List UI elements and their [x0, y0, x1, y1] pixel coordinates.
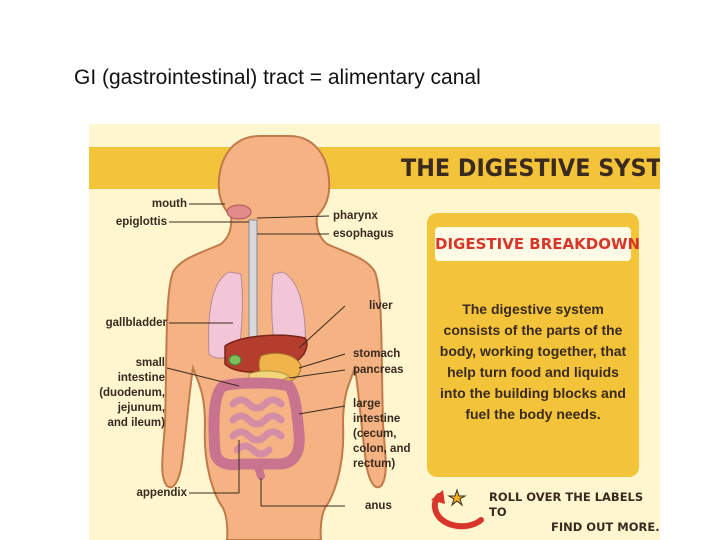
mouth-cavity [226, 204, 252, 220]
label-epiglottis[interactable]: epiglottis [115, 216, 167, 228]
digestive-breakdown-box: DIGESTIVE BREAKDOWN The digestive system… [427, 213, 641, 477]
label-pharynx[interactable]: pharynx [333, 210, 378, 222]
label-small-intestine-line: intestine [117, 372, 165, 384]
rectum-organ [253, 460, 265, 480]
label-mouth[interactable]: mouth [151, 198, 187, 210]
body-illustration [161, 135, 387, 540]
label-anus[interactable]: anus [365, 500, 392, 512]
gallbladder-organ [228, 354, 242, 366]
label-large-intestine-line: (cecum, [353, 428, 397, 440]
label-small-intestine-line: and ileum) [107, 417, 165, 429]
label-large-intestine-line: colon, and [353, 443, 411, 455]
leader-lines [166, 203, 346, 507]
label-small-intestine-line: small [135, 357, 165, 369]
large-intestine-organ [208, 377, 305, 471]
breakdown-heading: DIGESTIVE BREAKDOWN [435, 235, 641, 253]
rollover-note: ROLL OVER THE LABELS TO FIND OUT MORE. [489, 490, 660, 535]
label-large-intestine[interactable]: large intestine (cecum, colon, and rectu… [353, 397, 411, 472]
label-small-intestine[interactable]: small intestine (duodenum, jejunum, and … [91, 356, 165, 431]
curved-arrow-icon [431, 488, 484, 530]
left-lung [208, 271, 243, 359]
poster-title: THE DIGESTIVE SYSTEM [401, 154, 660, 182]
star-icon [447, 488, 467, 507]
label-appendix[interactable]: appendix [136, 487, 187, 499]
label-small-intestine-line: jejunum, [117, 402, 165, 414]
label-gallbladder[interactable]: gallbladder [105, 317, 167, 329]
label-large-intestine-line: intestine [353, 413, 401, 425]
digestive-system-poster: THE DIGESTIVE SYSTEM mouth epiglottis ga… [89, 124, 660, 540]
title-band [89, 147, 660, 189]
slide-title: GI (gastrointestinal) tract = alimentary… [74, 66, 481, 89]
label-esophagus[interactable]: esophagus [333, 228, 394, 240]
small-intestine-organ [229, 396, 285, 458]
breakdown-body: The digestive system consists of the par… [439, 301, 627, 422]
label-pancreas[interactable]: pancreas [353, 364, 404, 376]
rollover-line: ROLL OVER THE LABELS TO [489, 490, 644, 519]
label-large-intestine-line: rectum) [353, 458, 396, 470]
rollover-line: FIND OUT MORE. [551, 520, 660, 534]
label-liver[interactable]: liver [369, 300, 393, 312]
breakdown-heading-box: DIGESTIVE BREAKDOWN [435, 227, 641, 261]
label-stomach[interactable]: stomach [353, 348, 401, 360]
label-small-intestine-line: (duodenum, [99, 387, 165, 399]
label-large-intestine-line: large [353, 398, 381, 410]
